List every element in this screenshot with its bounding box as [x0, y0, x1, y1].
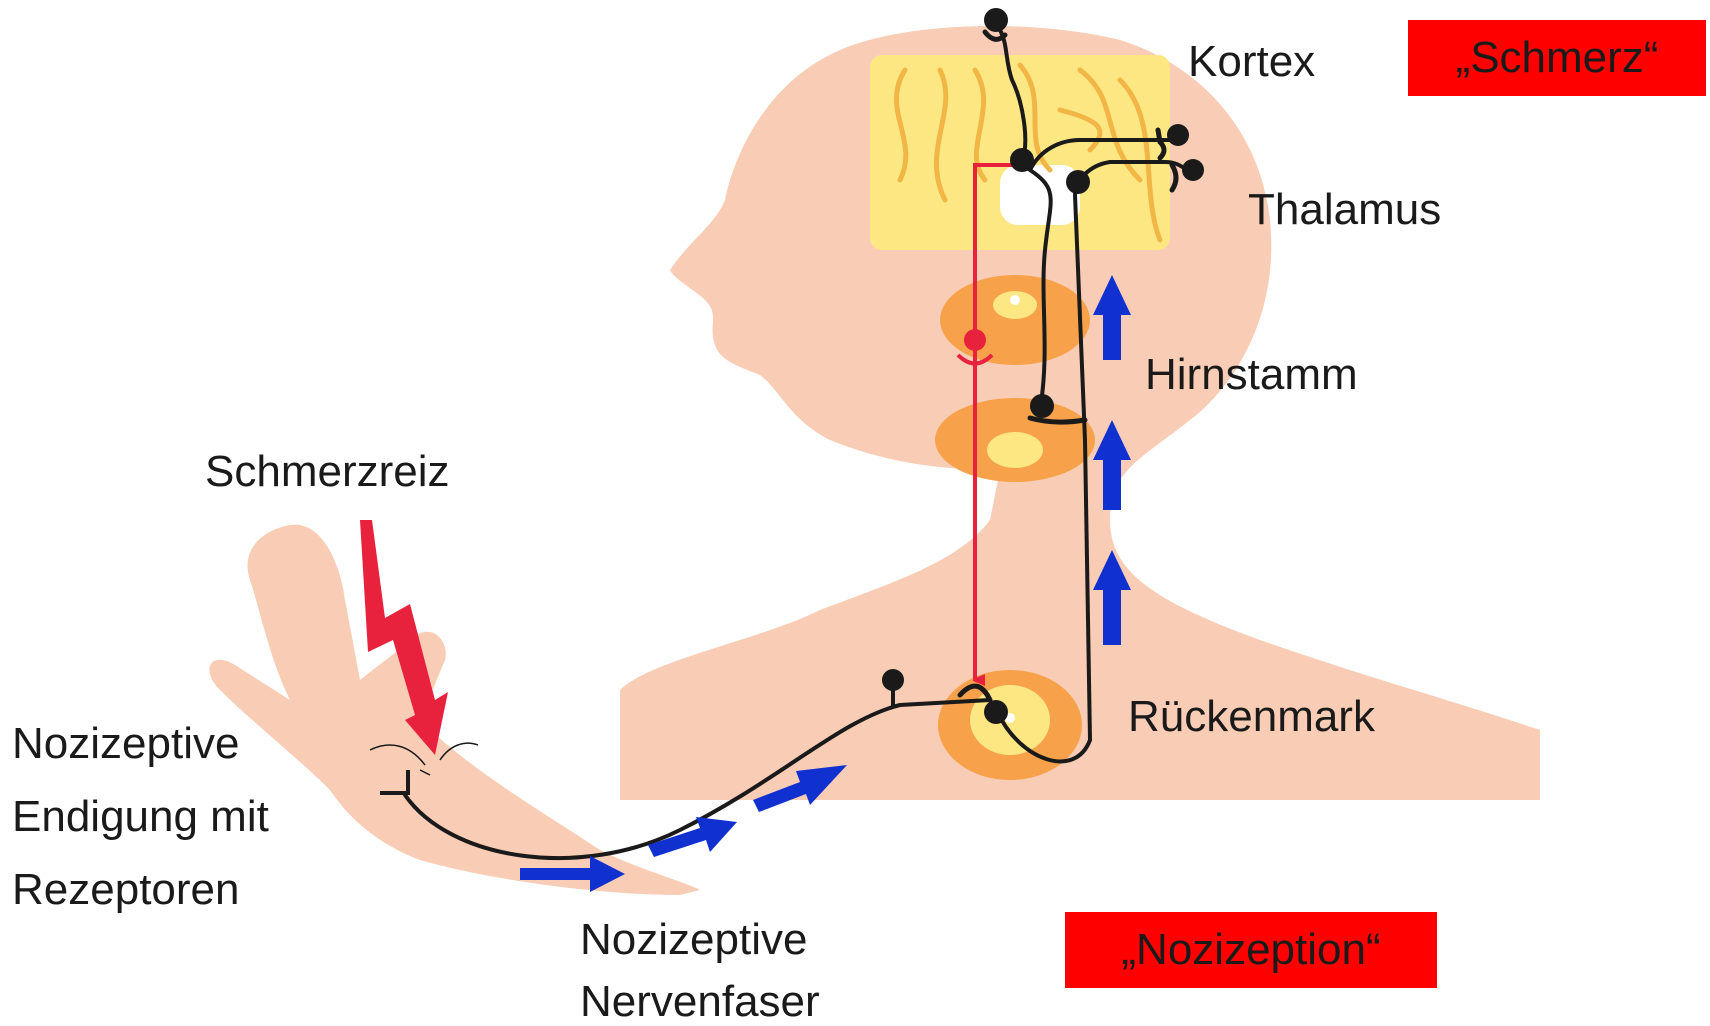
label-thalamus: Thalamus: [1248, 188, 1441, 232]
label-nervenfaser-line2: Nervenfaser: [580, 980, 820, 1024]
label-endigung-line1: Nozizeptive: [12, 722, 239, 766]
box-nozizeption: „Nozizeption“: [1065, 912, 1437, 988]
label-rueckenmark: Rückenmark: [1128, 695, 1375, 739]
spinal-cord-section: [938, 670, 1082, 780]
label-kortex: Kortex: [1188, 40, 1315, 84]
label-nervenfaser-line1: Nozizeptive: [580, 918, 807, 962]
label-endigung-line3: Rezeptoren: [12, 868, 239, 912]
descending-neuron: [964, 329, 986, 351]
thalamus-region: [1000, 165, 1080, 225]
label-hirnstamm: Hirnstamm: [1145, 353, 1358, 397]
box-schmerz: „Schmerz“: [1408, 20, 1706, 96]
label-schmerzreiz: Schmerzreiz: [205, 450, 450, 494]
label-endigung-line2: Endigung mit: [12, 795, 269, 839]
